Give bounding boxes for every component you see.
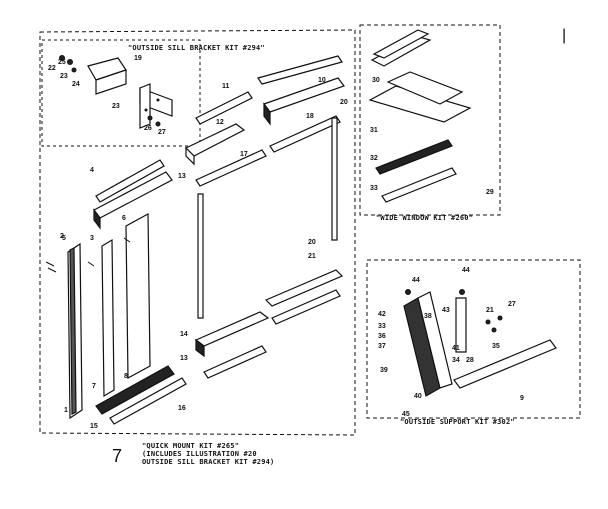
callout-4: 4 — [90, 167, 94, 174]
callout-20b: 20 — [308, 239, 316, 246]
callout-25: 25 — [58, 59, 66, 66]
callout-10: 10 — [318, 77, 326, 84]
corner-mark-seven: 7 — [112, 446, 122, 466]
side-channel-6 — [101, 238, 115, 398]
callout-37: 37 — [378, 343, 386, 350]
callout-32: 32 — [370, 155, 378, 162]
bracket-plate — [87, 57, 127, 95]
wide-window-kit-boundary — [359, 24, 501, 216]
callout-38: 38 — [424, 313, 432, 320]
callout-5: 5 — [62, 235, 66, 242]
lower-rail-16 — [109, 377, 187, 425]
outside-support-kit-boundary — [366, 259, 581, 419]
callout-24: 24 — [72, 81, 80, 88]
callout-numbers: 22 23 24 25 19 23 26 27 11 12 10 20 18 1… — [48, 55, 524, 430]
screws-22-25 — [59, 55, 77, 73]
quick-mount-kit-note: (INCLUDES ILLUSTRATION #20 — [142, 450, 257, 458]
callout-15: 15 — [90, 423, 98, 430]
top-channel-10 — [263, 77, 345, 126]
support-post — [455, 297, 467, 353]
quick-mount-kit-note-2: OUTSIDE SILL BRACKET KIT #294) — [142, 458, 274, 466]
screws-26-27 — [147, 115, 161, 127]
quick-mount-kit-boundary — [39, 29, 356, 436]
support-leg-9 — [453, 339, 557, 389]
top-channel-12 — [184, 123, 246, 166]
callout-44a: 44 — [412, 277, 420, 284]
callout-17: 17 — [240, 151, 248, 158]
callout-7: 7 — [92, 383, 96, 390]
side-post-frame — [197, 117, 338, 319]
outside-support-kit-label: "OUTSIDE SUPPORT KIT #302" — [400, 418, 515, 426]
callout-9: 9 — [520, 395, 524, 402]
callout-30: 30 — [372, 77, 380, 84]
callout-45: 45 — [402, 411, 410, 418]
top-bar-11 — [195, 55, 343, 125]
callout-12: 12 — [216, 119, 224, 126]
callout-23b: 23 — [112, 103, 120, 110]
callout-20a: 20 — [340, 99, 348, 106]
side-panel-2 — [67, 242, 83, 420]
rod-32 — [375, 139, 453, 175]
callout-16: 16 — [178, 405, 186, 412]
callout-26: 26 — [144, 125, 152, 132]
callout-34: 34 — [452, 357, 460, 364]
screws-left — [45, 237, 131, 273]
bottom-channel-14 — [194, 269, 344, 358]
callout-27b: 27 — [508, 301, 516, 308]
callout-28: 28 — [466, 357, 474, 364]
callout-11: 11 — [222, 83, 230, 90]
callout-13a: 13 — [178, 173, 186, 180]
outside-sill-bracket-kit-label: "OUTSIDE SILL BRACKET KIT #294" — [128, 44, 265, 52]
top-rail-17 — [195, 115, 341, 187]
callout-8: 8 — [124, 373, 128, 380]
callout-14: 14 — [180, 331, 188, 338]
callout-19: 19 — [134, 55, 142, 62]
upper-channel-3 — [93, 171, 173, 230]
callout-36: 36 — [378, 333, 386, 340]
callout-1: 1 — [64, 407, 68, 414]
upper-rail-4 — [95, 159, 165, 203]
callout-21b: 21 — [486, 307, 494, 314]
corner-mark-bar: | — [562, 27, 566, 44]
callout-22: 22 — [48, 65, 56, 72]
callout-33: 33 — [370, 185, 378, 192]
bracket-loop-30 — [370, 29, 432, 67]
callout-42: 42 — [378, 311, 386, 318]
callout-43: 43 — [442, 307, 450, 314]
callout-31: 31 — [370, 127, 378, 134]
outside-sill-bracket-boundary — [41, 39, 201, 147]
wide-window-kit-label: "WIDE WINDOW KIT #260" — [376, 214, 473, 222]
lower-channel-15 — [95, 365, 175, 415]
callout-21: 21 — [308, 253, 316, 260]
callout-2: 2 — [60, 233, 64, 240]
callout-18: 18 — [306, 113, 314, 120]
callout-3: 3 — [90, 235, 94, 242]
panel-31 — [368, 71, 472, 123]
callout-29: 29 — [486, 189, 494, 196]
callout-13b: 13 — [180, 355, 188, 362]
support-arm — [403, 291, 453, 397]
quick-mount-kit-label: "QUICK MOUNT KIT #265" — [142, 442, 239, 450]
support-hardware — [405, 289, 503, 333]
corner-bracket — [139, 83, 173, 129]
callout-44b: 44 — [462, 267, 470, 274]
callout-40: 40 — [414, 393, 422, 400]
callout-23: 23 — [60, 73, 68, 80]
side-channel-8 — [125, 212, 151, 380]
callout-35: 35 — [492, 343, 500, 350]
callout-41: 41 — [452, 345, 460, 352]
callout-6: 6 — [122, 215, 126, 222]
callout-33b: 33 — [378, 323, 386, 330]
callout-39: 39 — [380, 367, 388, 374]
callout-27: 27 — [158, 129, 166, 136]
rod-33 — [381, 167, 457, 203]
bottom-rail-13 — [203, 289, 341, 379]
